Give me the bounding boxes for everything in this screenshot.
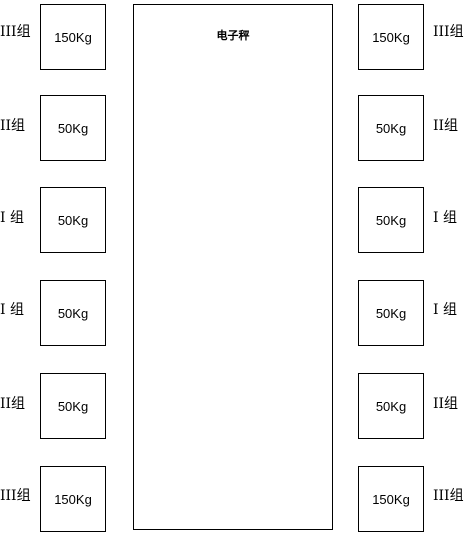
right-group-label-1: III组	[433, 24, 464, 40]
left-weight-box-3: 50Kg	[40, 187, 106, 253]
left-group-label-4: I 组	[0, 302, 24, 318]
scale-label: 电子秤	[216, 29, 250, 42]
right-weight-box-5: 50Kg	[358, 373, 424, 439]
left-group-label-5: II组	[0, 396, 26, 412]
right-weight-box-1: 150Kg	[358, 4, 424, 70]
right-group-label-5: II组	[433, 396, 459, 412]
left-weight-box-1: 150Kg	[40, 4, 106, 70]
right-weight-box-6: 150Kg	[358, 466, 424, 532]
left-group-label-6: III组	[0, 488, 31, 504]
left-weight-box-5: 50Kg	[40, 373, 106, 439]
right-weight-box-2: 50Kg	[358, 95, 424, 161]
right-weight-box-3: 50Kg	[358, 187, 424, 253]
right-group-label-2: II组	[433, 118, 459, 134]
right-weight-box-4: 50Kg	[358, 280, 424, 346]
left-group-label-2: II组	[0, 118, 26, 134]
right-group-label-3: I 组	[433, 210, 457, 226]
left-group-label-1: III组	[0, 24, 31, 40]
right-group-label-6: III组	[433, 488, 464, 504]
left-group-label-3: I 组	[0, 210, 24, 226]
left-weight-box-6: 150Kg	[40, 466, 106, 532]
electronic-scale: 电子秤	[133, 4, 333, 530]
left-weight-box-2: 50Kg	[40, 95, 106, 161]
left-weight-box-4: 50Kg	[40, 280, 106, 346]
right-group-label-4: I 组	[433, 302, 457, 318]
